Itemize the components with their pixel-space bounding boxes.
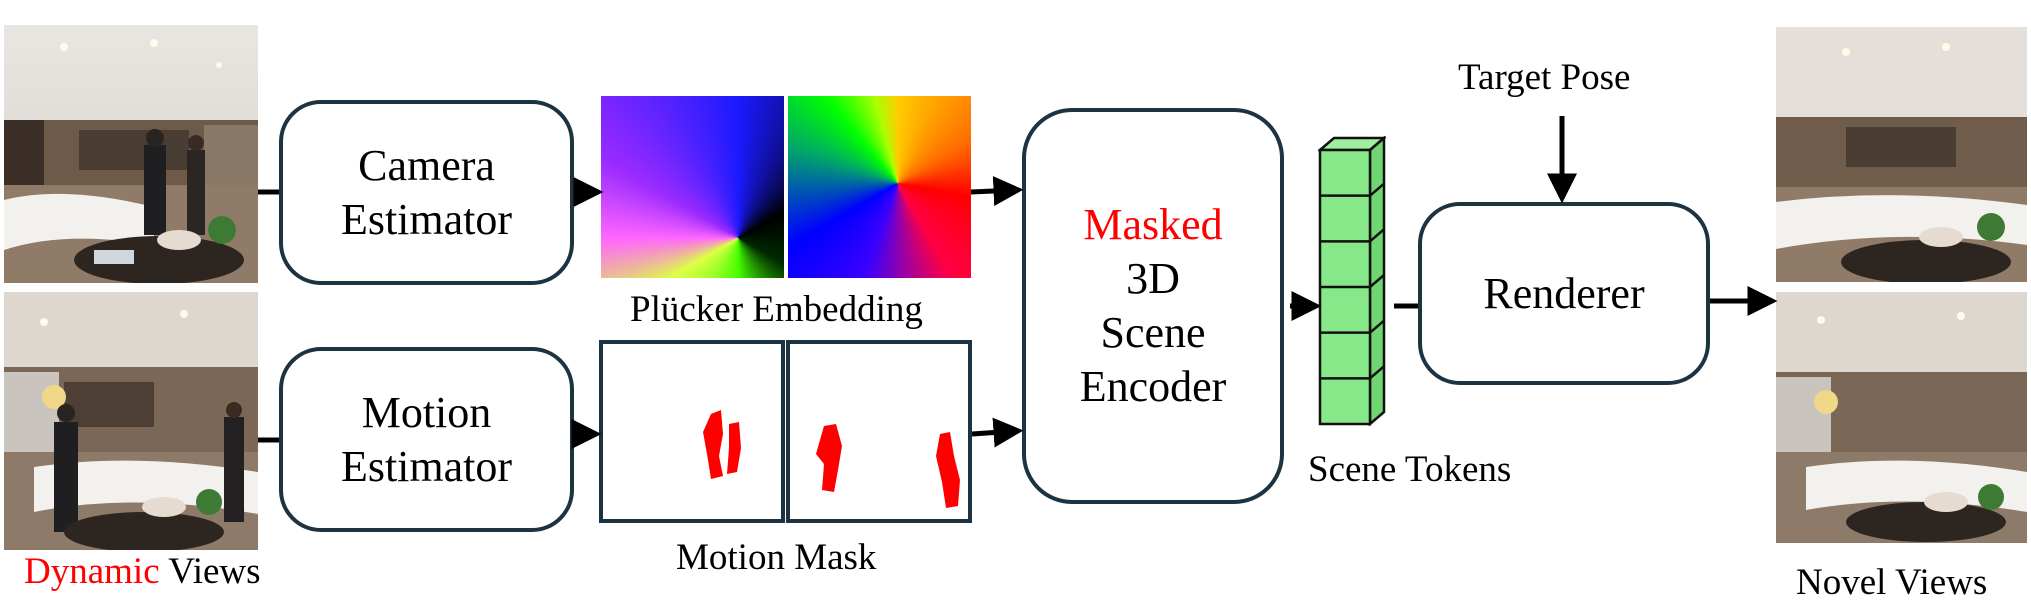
renderer-box: Renderer: [1418, 202, 1710, 385]
dynamic-view-image-2: [4, 292, 258, 550]
camera-estimator-box: Camera Estimator: [279, 100, 574, 285]
token-divider-side: [1369, 365, 1385, 380]
dynamic-views-label: Dynamic Views: [24, 550, 261, 593]
encoder-line-encoder: Encoder: [1079, 362, 1227, 411]
token-divider-side: [1369, 182, 1385, 197]
motion-estimator-box: Motion Estimator: [279, 347, 574, 532]
encoder-line-scene: Scene: [1100, 308, 1206, 357]
camera-estimator-line2: Estimator: [340, 194, 513, 244]
dynamic-view-image-1: [4, 25, 258, 283]
novel-view-image-1: [1776, 27, 2027, 282]
motion-estimator-line2: Estimator: [340, 441, 513, 491]
novel-view-image-2: [1776, 292, 2027, 543]
views-word: Views: [168, 551, 261, 592]
motion-mask-label: Motion Mask: [676, 537, 877, 578]
motion-mask-blobs-1: [703, 410, 741, 479]
token-dividers: [1320, 182, 1385, 380]
token-divider-side: [1369, 274, 1385, 288]
scene-encoder-box: Masked 3D Scene Encoder: [1022, 108, 1284, 504]
token-divider-side: [1369, 228, 1385, 243]
renderer-label: Renderer: [1483, 268, 1645, 318]
scene-tokens-stack: [1318, 136, 1386, 426]
arrow-mask-to-encoder: [971, 417, 1024, 448]
motion-mask-image-2: [786, 340, 972, 523]
dynamic-word: Dynamic: [24, 551, 160, 592]
encoder-masked-word: Masked: [1083, 200, 1223, 249]
motion-estimator-line1: Motion: [361, 387, 492, 437]
camera-estimator-line1: Camera: [358, 140, 495, 190]
scene-tokens-label: Scene Tokens: [1308, 449, 1512, 490]
arrow-plucker-to-encoder: [970, 176, 1024, 206]
motion-mask-blobs-2: [816, 424, 960, 508]
plucker-embedding-label: Plücker Embedding: [630, 289, 923, 330]
encoder-line-3d: 3D: [1126, 254, 1180, 303]
token-divider-side: [1369, 319, 1385, 334]
novel-views-label: Novel Views: [1796, 562, 1988, 603]
plucker-embedding-image-1: [601, 96, 784, 278]
target-pose-label: Target Pose: [1458, 57, 1631, 98]
plucker-embedding-image-2: [788, 96, 971, 278]
